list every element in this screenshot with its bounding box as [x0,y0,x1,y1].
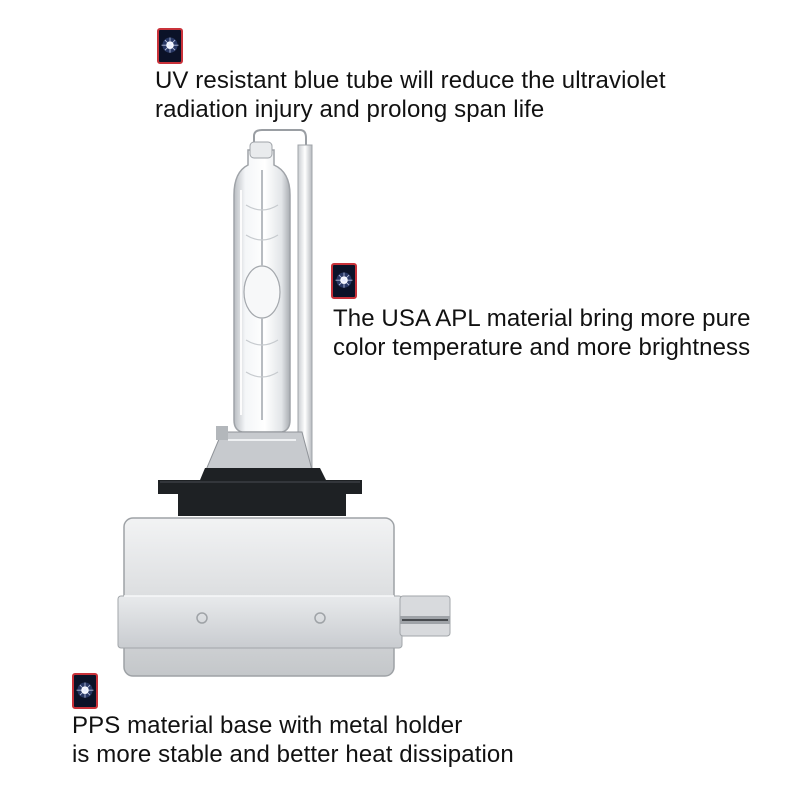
feature-caption-pps-base: PPS material base with metal holder is m… [72,712,514,768]
light-flare-icon [331,263,357,299]
feature-caption-uv-tube: UV resistant blue tube will reduce the u… [155,67,666,123]
light-flare-icon [72,673,98,709]
feature-caption-apl-material: The USA APL material bring more pure col… [333,305,751,361]
light-flare-icon [157,28,183,64]
